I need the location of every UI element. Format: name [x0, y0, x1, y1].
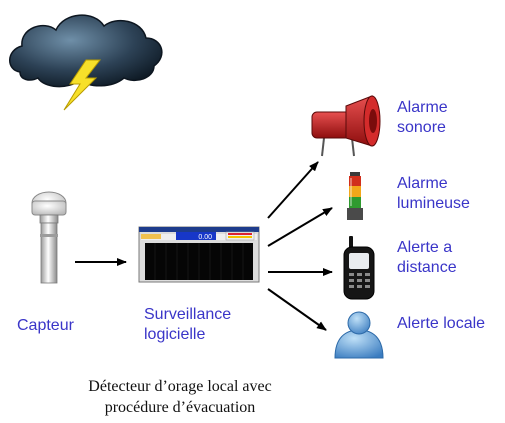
diagram-caption: Détecteur d’orage local avec procédure d… — [88, 378, 272, 416]
software-screen-value: 0.00 — [198, 234, 212, 241]
siren-horn-icon — [311, 95, 381, 157]
monitoring-screen-icon — [138, 226, 260, 283]
user-person-icon — [334, 311, 384, 359]
storm-cloud-lightning-icon — [9, 14, 163, 111]
handheld-device-icon — [343, 236, 375, 300]
local-alert-label: Alerte locale — [397, 315, 486, 332]
software-label: Surveillance logicielle — [144, 306, 232, 343]
sensor-label: Capteur — [17, 317, 74, 334]
lightning-sensor-icon — [31, 191, 67, 284]
sound-alarm-label: Alarme sonore — [397, 99, 448, 136]
arrow-to-local-alert — [267, 288, 327, 331]
arrow-to-sound-alarm — [267, 161, 319, 219]
remote-alert-label: Alerte a distance — [397, 239, 457, 276]
signal-tower-light-icon — [347, 172, 363, 220]
arrow-to-light-alarm — [267, 207, 333, 247]
light-alarm-label: Alarme lumineuse — [397, 175, 470, 212]
